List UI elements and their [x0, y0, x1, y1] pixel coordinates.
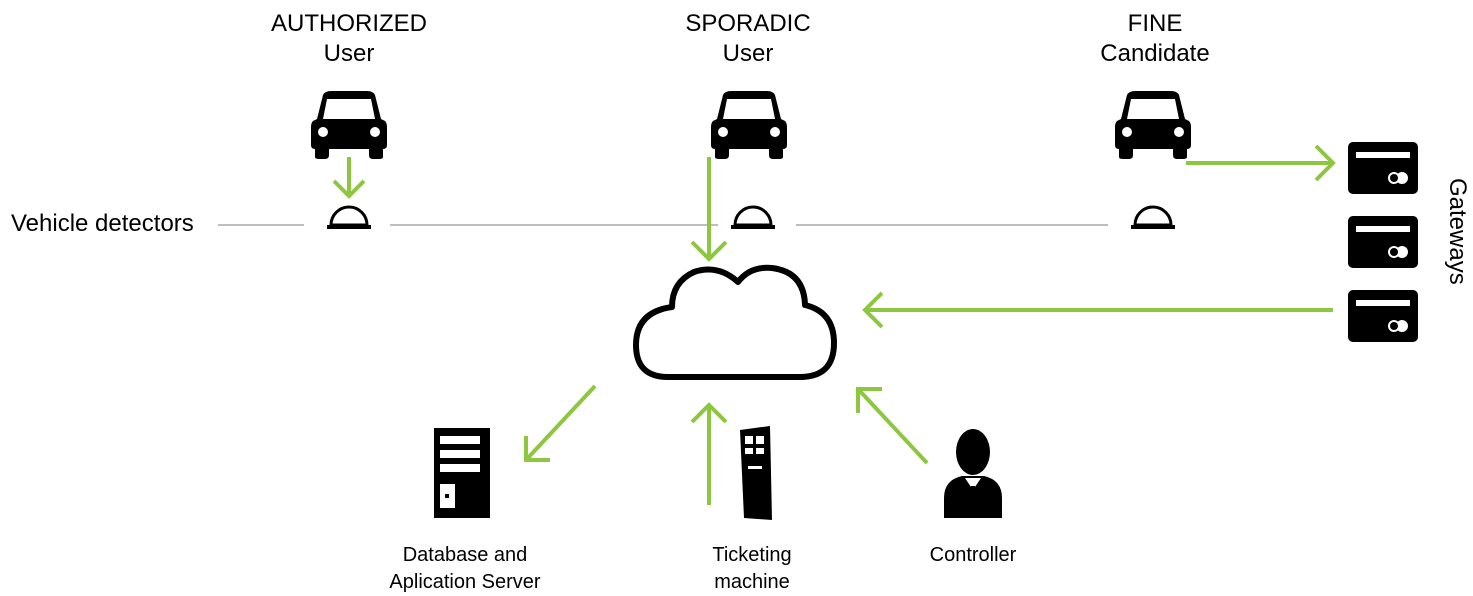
vehicle-detector-icon: [729, 205, 777, 231]
arrow-fine-to-gateways: [1186, 144, 1336, 182]
vehicle-detector-icon: [325, 205, 373, 231]
controller-label: Controller: [929, 544, 1017, 566]
server-label-line2: Aplication Server: [389, 571, 541, 593]
ticketing-label-line2: machine: [714, 571, 790, 593]
arrow-authorized-to-detector: [332, 157, 366, 199]
sporadic-user-label: SPORADIC User: [648, 9, 848, 69]
arrow-controller-to-cloud: [856, 387, 929, 465]
authorized-user-label: AUTHORIZED User: [249, 9, 449, 69]
ticketing-label-line1: Ticketing: [712, 544, 792, 566]
vehicle-detector-icon: [1129, 205, 1177, 231]
ticketing-machine-icon: [740, 426, 772, 520]
fine-candidate-label: FINE Candidate: [1055, 9, 1255, 69]
arrows: [332, 144, 1336, 505]
cloud-icon: [633, 264, 837, 380]
arrow-sporadic-to-cloud: [690, 157, 728, 262]
car-icon: [711, 91, 787, 159]
gateway-icon: [1348, 290, 1418, 342]
arrow-ticketing-to-cloud: [690, 402, 728, 505]
gateway-icon: [1348, 142, 1418, 194]
fine-title: FINE: [1127, 10, 1183, 37]
arrow-gateways-to-cloud: [862, 291, 1333, 329]
sporadic-title: SPORADIC: [685, 10, 811, 37]
controller-person-icon: [944, 429, 1002, 518]
fine-subtitle: Candidate: [1100, 40, 1210, 67]
car-icon: [311, 91, 387, 159]
server-label: Database and Aplication Server: [365, 542, 565, 596]
authorized-subtitle: User: [323, 40, 375, 67]
gateways-label: Gateways: [1444, 178, 1471, 285]
arrow-cloud-to-server: [524, 384, 597, 462]
authorized-title: AUTHORIZED: [271, 10, 427, 37]
gateway-icon: [1348, 216, 1418, 268]
server-label-line1: Database and: [402, 544, 528, 566]
sporadic-subtitle: User: [722, 40, 774, 67]
car-icon: [1115, 91, 1191, 159]
server-icon: [434, 428, 490, 518]
vehicle-detectors-label: Vehicle detectors: [11, 210, 194, 237]
ticketing-label: Ticketing machine: [652, 542, 852, 596]
